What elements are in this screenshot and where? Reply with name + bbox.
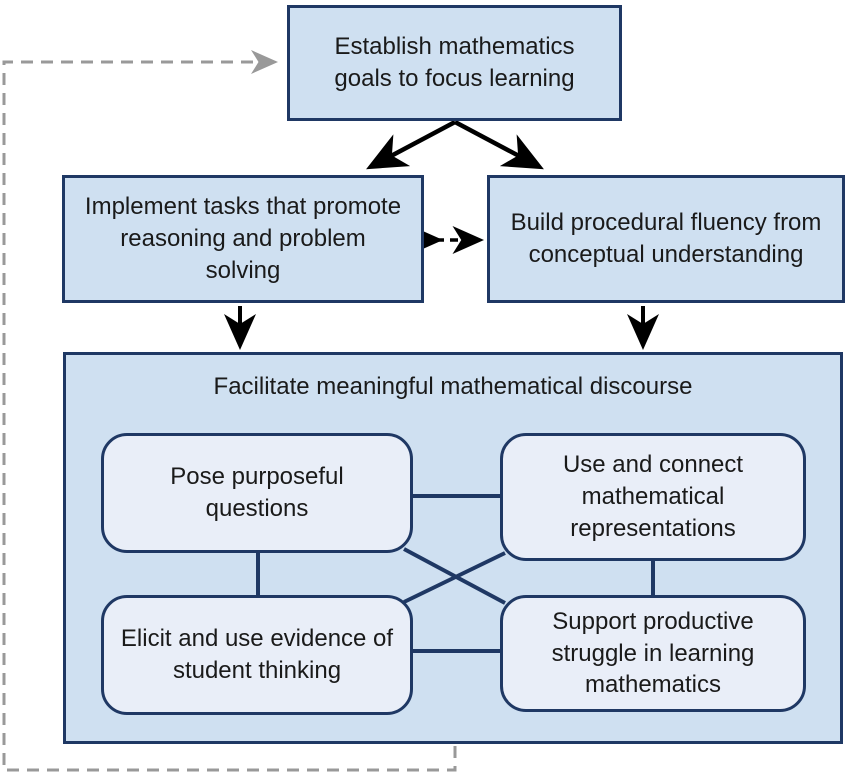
node-establish-goals: Establish mathematics goals to focus lea… [287,5,622,121]
node-pose-questions-label: Pose purposeful questions [170,463,344,522]
node-support-struggle-label: Support productive struggle in learning … [551,607,755,699]
node-build-fluency-label: Build procedural fluency from conceptual… [510,209,822,268]
node-use-connect-representations: Use and connect mathematical representat… [500,433,806,561]
arrow-establish-to-build [453,120,544,170]
arrow-establish-to-implement [366,120,457,170]
node-support-struggle: Support productive struggle in learning … [500,595,806,712]
node-facilitate-discourse-label: Facilitate meaningful mathematical disco… [213,373,693,400]
node-implement-tasks-label: Implement tasks that promote reasoning a… [84,193,402,284]
node-use-connect-representations-label: Use and connect mathematical representat… [562,451,744,542]
node-facilitate-discourse: Facilitate meaningful mathematical disco… [63,352,843,744]
node-establish-goals-label: Establish mathematics goals to focus lea… [334,33,575,92]
node-elicit-evidence: Elicit and use evidence of student think… [101,595,413,715]
connector-pose-support [403,547,506,605]
node-elicit-evidence-label: Elicit and use evidence of student think… [120,625,394,684]
node-pose-questions: Pose purposeful questions [101,433,413,553]
node-implement-tasks: Implement tasks that promote reasoning a… [62,175,424,303]
connector-elicit-use [403,551,506,604]
node-build-fluency: Build procedural fluency from conceptual… [487,175,845,303]
